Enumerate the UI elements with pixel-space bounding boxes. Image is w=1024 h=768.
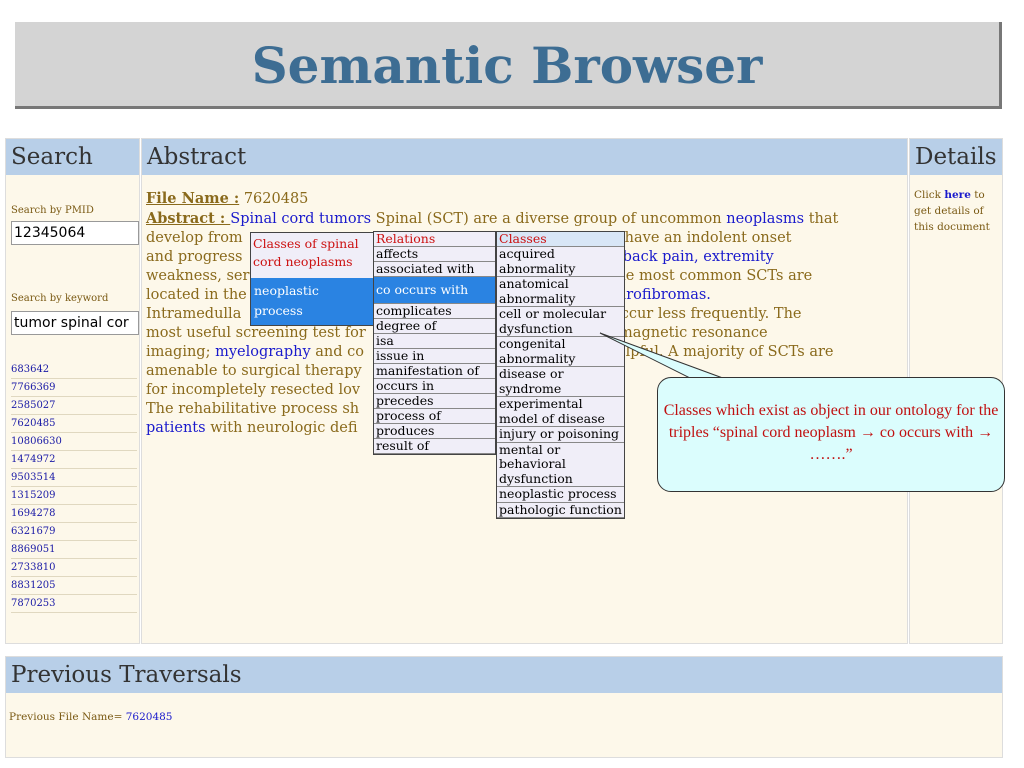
abstract-text: with neurologic defi — [205, 420, 358, 436]
search-panel: Search Search by PMID 12345064 Search by… — [5, 138, 140, 644]
previous-traversals-heading: Previous Traversals — [6, 657, 1002, 693]
page-title: Semantic Browser — [251, 36, 763, 95]
pmid-list-item[interactable]: 9503514 — [11, 469, 137, 487]
relation-item[interactable]: process of — [374, 409, 495, 424]
relation-item[interactable]: manifestation of — [374, 364, 495, 379]
concept-link[interactable]: patients — [146, 420, 206, 436]
relation-item[interactable]: precedes — [374, 394, 495, 409]
concept-link[interactable]: neurofibromas. — [598, 287, 711, 303]
concept-link[interactable]: extremity — [703, 249, 774, 265]
abstract-text: Spinal (SCT) are a diverse group of unco… — [371, 211, 727, 227]
details-text-prefix: Click — [914, 189, 945, 201]
pmid-list-item[interactable]: 7870253 — [11, 595, 137, 613]
object-class-item[interactable]: disease or syndrome — [497, 366, 624, 397]
title-banner: Semantic Browser — [15, 22, 1002, 109]
abstract-text: The rehabilitative process sh — [146, 401, 360, 417]
pmid-list-item[interactable]: 1694278 — [11, 505, 137, 523]
object-class-item[interactable]: acquired abnormality — [497, 246, 624, 277]
abstract-line: located in the as and neurofibromas. — [146, 286, 901, 305]
subject-classes-header: Classes of spinal cord neoplasms — [253, 236, 359, 269]
previous-file-row: Previous File Name= 7620485 — [9, 711, 172, 723]
abstract-text: weakness, ser — [146, 268, 250, 284]
abstract-text: magnetic resonance — [614, 325, 768, 341]
relation-item[interactable]: complicates — [374, 304, 495, 319]
keyword-input[interactable]: tumor spinal cor — [11, 311, 139, 335]
search-heading: Search — [6, 139, 139, 175]
abstract-line: imaging; myelography and co e helpful. A… — [146, 343, 901, 362]
object-class-item[interactable]: injury or poisoning — [497, 426, 624, 443]
abstract-text: that — [804, 211, 839, 227]
previous-file-link[interactable]: 7620485 — [125, 711, 173, 723]
keyword-search-label: Search by keyword — [11, 293, 109, 304]
abstract-text: most useful screening test for — [146, 325, 366, 341]
abstract-text: located in the — [146, 287, 247, 303]
abstract-text: and progress — [146, 249, 243, 265]
concept-link[interactable]: myelography — [215, 344, 311, 360]
object-class-item[interactable]: congenital abnormality — [497, 336, 624, 367]
abstract-label: Abstract : — [146, 210, 231, 227]
object-class-item[interactable]: anatomical abnormality — [497, 276, 624, 307]
concept-link[interactable]: neoplasms — [726, 211, 805, 227]
pmid-list-item[interactable]: 1474972 — [11, 451, 137, 469]
relations-header: Relations — [374, 232, 495, 247]
pmid-input[interactable]: 12345064 — [11, 221, 139, 245]
previous-traversals-panel: Previous Traversals Previous File Name= … — [5, 656, 1003, 758]
abstract-heading: Abstract — [142, 139, 907, 175]
object-classes-header: Classes — [497, 232, 624, 247]
object-class-item[interactable]: pathologic function — [497, 502, 624, 518]
pmid-search-label: Search by PMID — [11, 205, 94, 216]
details-heading: Details — [910, 139, 1002, 175]
pmid-list-item[interactable]: 8831205 — [11, 577, 137, 595]
pmid-list-item[interactable]: 7620485 — [11, 415, 137, 433]
pmid-list-item[interactable]: 7766369 — [11, 379, 137, 397]
object-class-item[interactable]: cell or molecular dysfunction — [497, 306, 624, 337]
details-text: Click here to get details of this docume… — [914, 187, 1000, 235]
pmid-list-item[interactable]: 10806630 — [11, 433, 137, 451]
file-name-label: File Name : — [146, 190, 240, 207]
pmid-list-item[interactable]: 1315209 — [11, 487, 137, 505]
relation-item[interactable]: co occurs with — [374, 277, 495, 304]
relation-item[interactable]: result of — [374, 439, 495, 454]
abstract-text: and co — [310, 344, 364, 360]
relation-item[interactable]: affects — [374, 247, 495, 262]
concept-link[interactable]: back pain, — [622, 249, 699, 265]
abstract-text: for incompletely resected lov — [146, 382, 361, 398]
abstract-text: Intramedulla — [146, 306, 242, 322]
relation-item[interactable]: produces — [374, 424, 495, 439]
abstract-text: amenable to surgical therapy — [146, 363, 362, 379]
previous-file-label: Previous File Name= — [9, 711, 126, 723]
object-class-item[interactable]: experimental model of disease — [497, 396, 624, 427]
pmid-list-item[interactable]: 2585027 — [11, 397, 137, 415]
relation-item[interactable]: degree of — [374, 319, 495, 334]
object-class-item[interactable]: neoplastic process — [497, 486, 624, 503]
subject-classes-popup: Classes of spinal cord neoplasms neoplas… — [250, 232, 374, 326]
callout-note: Classes which exist as object in our ont… — [657, 377, 1005, 492]
relation-item[interactable]: associated with — [374, 262, 495, 277]
pmid-list-item[interactable]: 8869051 — [11, 541, 137, 559]
pmid-list-item[interactable]: 2733810 — [11, 559, 137, 577]
abstract-line: Abstract : Spinal cord tumors Spinal (SC… — [146, 209, 901, 229]
subject-class-neoplastic-process[interactable]: neoplastic process — [251, 278, 373, 325]
relation-item[interactable]: occurs in — [374, 379, 495, 394]
abstract-text: imaging; — [146, 344, 216, 360]
pmid-list-item[interactable]: 683642 — [11, 361, 137, 379]
object-class-item[interactable]: mental or behavioral dysfunction — [497, 442, 624, 487]
details-text-suffix: to get details of this document — [914, 189, 990, 233]
file-name-value: 7620485 — [243, 191, 309, 207]
pmid-list-item[interactable]: 6321679 — [11, 523, 137, 541]
relation-item[interactable]: issue in — [374, 349, 495, 364]
concept-link[interactable]: Spinal cord tumors — [230, 211, 372, 227]
relation-item[interactable]: isa — [374, 334, 495, 349]
callout-text: Classes which exist as object in our ont… — [663, 402, 999, 463]
abstract-text: occur less frequently. The — [607, 306, 802, 322]
abstract-text: develop from — [146, 230, 243, 246]
details-here-link[interactable]: here — [944, 189, 971, 201]
